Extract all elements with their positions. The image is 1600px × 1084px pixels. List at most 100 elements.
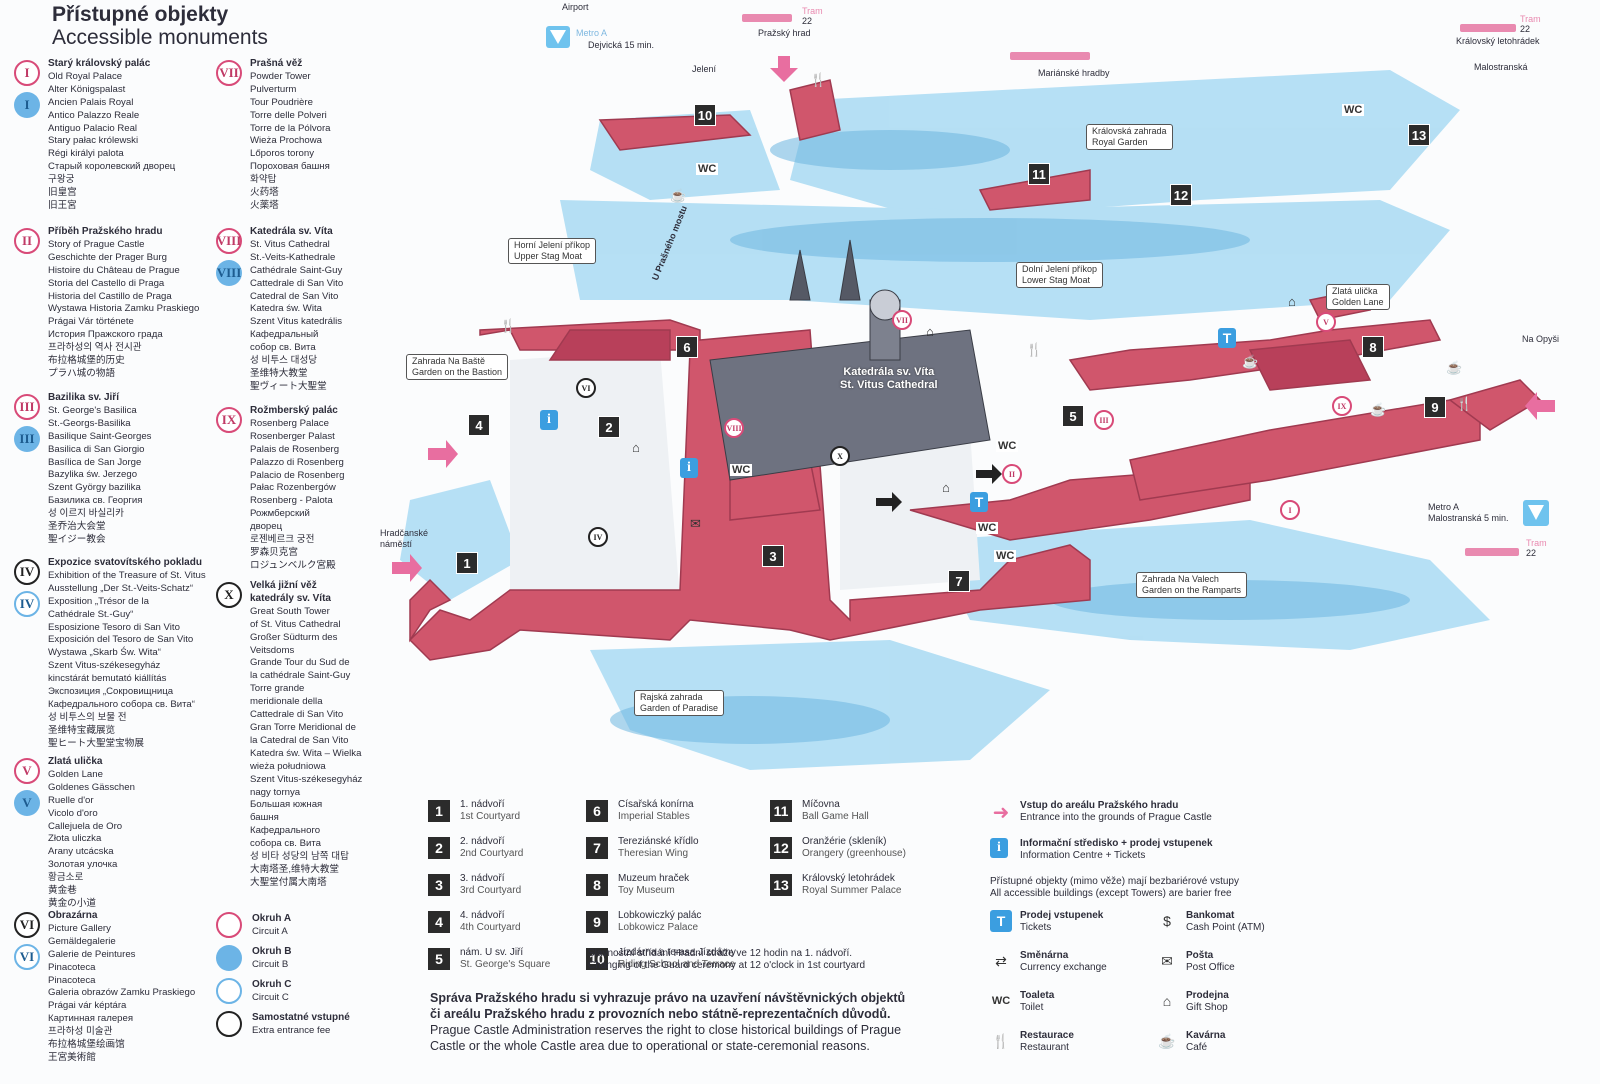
entrance-cz: Vstup do areálu Pražského hradu — [1020, 800, 1179, 811]
monument-line: 로젠베르크 궁전 — [250, 534, 315, 546]
map-marker-12[interactable]: 12 — [1170, 184, 1192, 206]
monument-line: Pinacoteca — [48, 974, 96, 986]
title-en: Accessible monuments — [52, 26, 268, 49]
tram-markers — [742, 14, 1519, 556]
monument-line: 黄金巷 — [48, 885, 77, 897]
monument-line: 프라하성의 역사 전시관 — [48, 342, 142, 354]
map-marker-roman-vi[interactable]: VI — [576, 378, 596, 398]
map-marker-roman-vii[interactable]: VII — [892, 310, 912, 330]
monument-line: Stary pałac królewski — [48, 135, 139, 147]
service-en: Gift Shop — [1186, 1002, 1228, 1013]
service-cz: Restaurace — [1020, 1030, 1074, 1041]
map-marker-roman-x[interactable]: X — [830, 446, 850, 466]
map-marker-8[interactable]: 8 — [1362, 336, 1384, 358]
cafe-icon: ☕ — [1158, 1032, 1176, 1049]
map-marker-6[interactable]: 6 — [676, 336, 698, 358]
map-marker-11[interactable]: 11 — [1028, 163, 1050, 185]
map-marker-9[interactable]: 9 — [1424, 396, 1446, 418]
map-marker-roman-viii[interactable]: VIII — [724, 418, 744, 438]
legend-number-13: 13 — [770, 874, 792, 896]
map-marker-roman-ix[interactable]: IX — [1332, 396, 1352, 416]
monument-line: Picture Gallery — [48, 922, 111, 934]
circuit-name-en: Circuit A — [252, 925, 288, 937]
monument-badge-alt-6: VI — [14, 944, 40, 970]
map-marker-13[interactable]: 13 — [1408, 124, 1430, 146]
monument-line: Cathédrale St.-Guy“ — [48, 608, 134, 620]
map-marker-10[interactable]: 10 — [694, 104, 716, 126]
monument-line: St.-Georgs-Basilika — [48, 417, 131, 429]
map-marker-1[interactable]: 1 — [456, 552, 478, 574]
monument-line: Basílica de San Jorge — [48, 456, 142, 468]
monument-line: 旧王宮 — [48, 199, 77, 211]
map-wc-3: WC — [730, 464, 753, 476]
monument-line: Gemäldegalerie — [48, 935, 116, 947]
monument-line: дворец — [250, 521, 283, 533]
tickets-icon: T — [990, 910, 1012, 932]
map-marker-7[interactable]: 7 — [948, 570, 970, 592]
garden-label-en: Golden Lane — [1332, 297, 1384, 307]
monument-line: Palazzo di Rosenberg — [250, 456, 344, 468]
castle-map[interactable]: Airport Metro A Dejvická 15 min. Tram 22… — [370, 0, 1600, 780]
monument-line: собор св. Вита — [250, 342, 316, 354]
legend-entry-en: 4th Courtyard — [460, 922, 521, 933]
monument-line: Katedra św. Wita — [250, 303, 322, 315]
map-marker-roman-i[interactable]: I — [1280, 500, 1300, 520]
label-tram-br-num: 22 — [1526, 548, 1537, 558]
service-en: Café — [1186, 1042, 1208, 1053]
legend-entry-en: Royal Summer Palace — [802, 885, 902, 896]
monument-line: St. George's Basilica — [48, 404, 137, 416]
legend-entry-en: Riding School and Terrace — [618, 959, 736, 970]
map-tickets-icon-2[interactable]: T — [1218, 328, 1236, 348]
monument-badge-alt-8: VIII — [216, 260, 242, 286]
circuit-badge-x — [216, 1011, 242, 1037]
map-info-icon-1[interactable]: i — [540, 410, 558, 430]
monument-line: Pulverturm — [250, 83, 297, 95]
map-marker-roman-iii[interactable]: III — [1094, 410, 1114, 430]
legend-entry-cz: Oranžérie (skleník) — [802, 836, 887, 847]
monument-line: Cattedrale di San Vito — [250, 277, 344, 289]
circuit-name-en: Circuit B — [252, 958, 289, 970]
monument-line: 大南塔圣,维特大教堂 — [250, 863, 340, 875]
legend-entry-en: Imperial Stables — [618, 811, 690, 822]
map-marker-4[interactable]: 4 — [468, 414, 490, 436]
map-marker-5[interactable]: 5 — [1062, 405, 1084, 427]
currency-exchange-icon: ⇄ — [995, 952, 1007, 969]
map-marker-roman-v[interactable]: V — [1316, 312, 1336, 332]
map-info-icon-2[interactable]: i — [680, 458, 698, 478]
monument-line: 성 비투스 대성당 — [250, 355, 318, 367]
monument-line: Exposition „Trésor de la — [48, 595, 149, 607]
monument-line: 황금소로 — [48, 872, 84, 884]
map-tickets-icon-1[interactable]: T — [970, 492, 988, 512]
map-marker-2[interactable]: 2 — [598, 416, 620, 438]
garden-label-en: Royal Garden — [1092, 137, 1148, 147]
monument-badge-10: X — [216, 582, 242, 608]
monument-line: St.-Veits-Kathedrale — [250, 251, 336, 263]
toilet-icon: WC — [991, 995, 1011, 1007]
map-marker-roman-iv[interactable]: IV — [588, 527, 608, 547]
title-cz: Přístupné objekty — [52, 3, 229, 26]
label-prazsky-hrad: Pražský hrad — [758, 28, 811, 38]
map-marker-3[interactable]: 3 — [762, 545, 784, 567]
service-en: Currency exchange — [1020, 962, 1107, 973]
garden-label-cz: Dolní Jelení příkop — [1022, 264, 1098, 274]
map-marker-roman-ii[interactable]: II — [1002, 464, 1022, 484]
monument-line: Большая южная — [250, 799, 323, 811]
post-office-icon: ✉ — [1161, 952, 1173, 969]
